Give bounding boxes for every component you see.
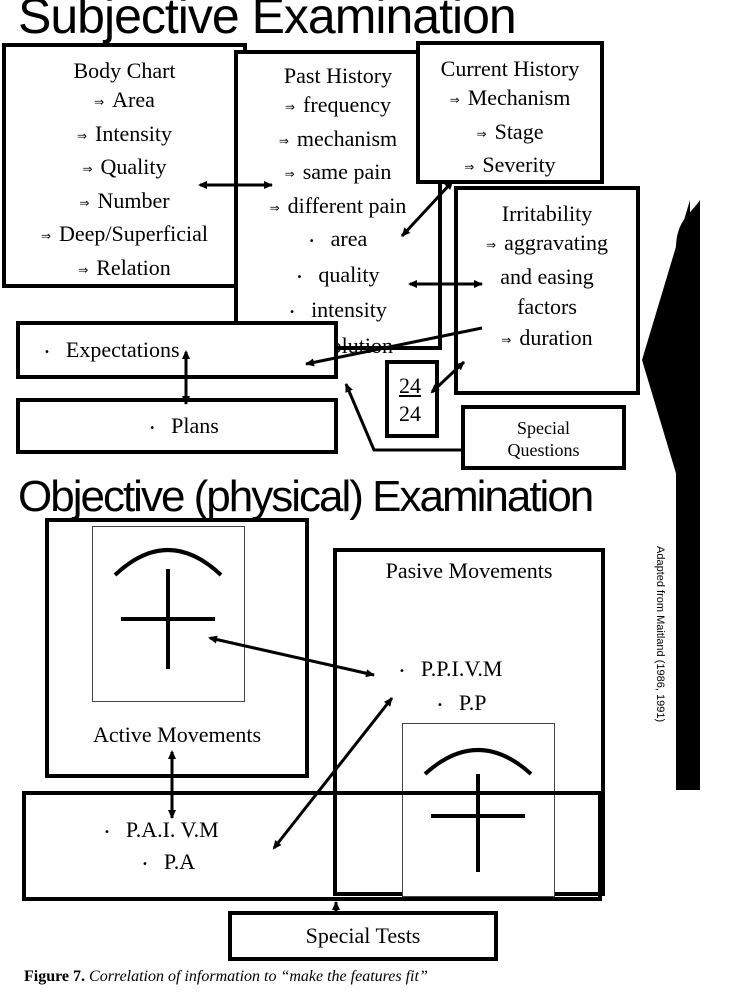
plans-box: •Plans xyxy=(16,398,338,454)
passive-item-ppivm: •P.P.I.V.M xyxy=(399,656,503,681)
hours-box: 24 24 xyxy=(385,360,439,438)
implication-arrow-icon: ⇒ xyxy=(82,162,93,176)
accessory-item-paivm: •P.A.I. V.M xyxy=(104,817,219,842)
body-chart-item: ⇒Deep/Superficial xyxy=(40,221,209,246)
expectations-box: •Expectations xyxy=(16,321,338,379)
past-history-subitem: •quality xyxy=(296,261,380,287)
implication-arrow-icon: ⇒ xyxy=(79,195,90,210)
caption-text: Correlation of information to “make the … xyxy=(89,968,428,985)
past-history-item: ⇒same pain xyxy=(284,159,392,184)
subjective-title: Subjective Examination xyxy=(18,0,517,44)
body-chart-item: ⇒Quality xyxy=(82,154,167,179)
special-questions-line2: Questions xyxy=(507,440,580,460)
bullet-dot-icon: • xyxy=(399,666,405,677)
expectations-item: •Expectations xyxy=(44,337,180,362)
connector-arrow xyxy=(400,180,454,238)
implication-arrow-icon: ⇒ xyxy=(464,160,475,174)
implication-arrow-icon: ⇒ xyxy=(78,262,89,277)
current-history-title: Current History xyxy=(440,56,580,81)
implication-arrow-icon: ⇒ xyxy=(476,126,487,141)
body-chart-item: ⇒Area xyxy=(94,87,155,112)
special-questions-line1: Special xyxy=(517,418,570,438)
implication-arrow-icon: ⇒ xyxy=(94,95,105,109)
implication-arrow-icon: ⇒ xyxy=(501,332,512,347)
passive-movements-figure xyxy=(402,723,555,897)
big-feedback-arrowhead xyxy=(642,200,690,520)
implication-arrow-icon: ⇒ xyxy=(76,128,88,143)
current-history-item: ⇒Stage xyxy=(476,118,544,144)
irritability-title: Irritability xyxy=(501,201,593,226)
current-history-item: ⇒Severity xyxy=(464,152,556,177)
bullet-dot-icon: • xyxy=(296,271,303,283)
special-questions-box: Special Questions xyxy=(461,405,626,470)
bullet-dot-icon: • xyxy=(289,307,296,318)
body-chart-item: ⇒Number xyxy=(79,187,170,213)
implication-arrow-icon: ⇒ xyxy=(284,100,296,114)
special-tests-box: Special Tests xyxy=(228,911,498,961)
figure-caption: Figure 7. Correlation of information to … xyxy=(24,968,428,986)
active-movements-label: Active Movements xyxy=(92,722,262,747)
irritability-item-line: and easing xyxy=(500,263,594,289)
caption-label: Figure 7. xyxy=(24,968,86,985)
body-chart-item: ⇒Relation xyxy=(78,254,171,280)
irritability-item-line: factors xyxy=(517,294,577,319)
bullet-dot-icon: • xyxy=(104,827,110,838)
plans-item: •Plans xyxy=(149,413,219,438)
bullet-dot-icon: • xyxy=(44,347,50,358)
body-chart-box: Body Chart ⇒Area ⇒Intensity ⇒Quality ⇒Numbe… xyxy=(2,43,247,288)
bullet-dot-icon: • xyxy=(142,859,148,870)
implication-arrow-icon: ⇒ xyxy=(269,200,280,215)
joint-cross-icon xyxy=(113,548,223,669)
past-history-title: Past History xyxy=(283,63,393,88)
body-chart-title: Body Chart xyxy=(73,58,176,83)
implication-arrow-icon: ⇒ xyxy=(284,167,295,181)
bullet-dot-icon: • xyxy=(437,700,443,711)
implication-arrow-icon: ⇒ xyxy=(449,93,460,107)
irritability-item-factors: ⇒aggravating xyxy=(486,230,608,255)
past-history-subitem: •area xyxy=(308,226,368,251)
joint-cross-icon xyxy=(423,748,533,872)
special-tests-label: Special Tests xyxy=(305,923,421,948)
body-chart-item: ⇒Intensity xyxy=(76,120,173,146)
hours-numerator: 24 xyxy=(399,373,421,398)
connector-arrow xyxy=(208,635,375,678)
past-history-subitem: •intensity xyxy=(289,297,387,322)
bullet-dot-icon: • xyxy=(308,236,315,247)
passive-item-pp: •P.P xyxy=(437,690,487,715)
current-history-box: Current History ⇒Mechanism ⇒Stage ⇒Severit… xyxy=(416,41,604,184)
connector-arrow xyxy=(305,326,483,367)
implication-arrow-icon: ⇒ xyxy=(486,238,497,252)
connector-arrow xyxy=(272,697,394,850)
passive-movements-title: Pasive Movements xyxy=(385,558,553,583)
implication-arrow-icon: ⇒ xyxy=(278,133,289,148)
objective-title: Objective (physical) Examination xyxy=(18,472,594,521)
hours-denominator: 24 xyxy=(399,401,421,426)
irritability-box: Irritability ⇒aggravating and easing fac… xyxy=(454,186,640,395)
connector-arrow xyxy=(344,383,461,452)
accessory-item-pa: •P.A xyxy=(142,849,196,874)
irritability-item-duration: ⇒duration xyxy=(501,324,593,350)
current-history-item: ⇒Mechanism xyxy=(449,85,571,110)
past-history-item: ⇒different pain xyxy=(269,192,407,218)
implication-arrow-icon: ⇒ xyxy=(40,229,51,243)
bullet-dot-icon: • xyxy=(149,423,156,434)
past-history-item: ⇒mechanism xyxy=(278,125,398,151)
connector-arrow xyxy=(430,360,466,394)
past-history-item: ⇒frequency xyxy=(284,92,391,117)
